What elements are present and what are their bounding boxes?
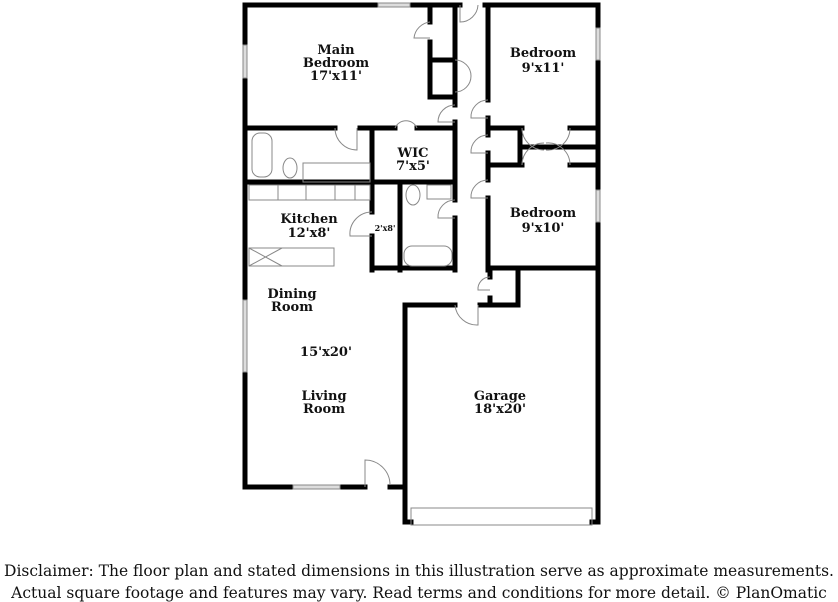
pantry-size: 2'x8' xyxy=(375,223,396,233)
sink xyxy=(426,184,452,200)
counter xyxy=(248,247,335,267)
bathtub xyxy=(251,132,273,178)
wic-size: 7'x5' xyxy=(396,159,430,174)
bedroom-1-label: Bedroom xyxy=(510,46,577,61)
door-swing xyxy=(349,211,373,237)
main-bedroom-size: 17'x11' xyxy=(310,69,362,84)
dining-label: Room xyxy=(271,300,313,315)
living-label: Living xyxy=(301,389,346,404)
window xyxy=(242,44,248,79)
kitchen-label: Kitchen xyxy=(280,212,338,227)
door-swing xyxy=(413,21,431,39)
walls xyxy=(242,2,601,525)
door-swing xyxy=(470,99,489,119)
fixtures xyxy=(242,2,601,526)
window xyxy=(377,2,411,8)
garage-size: 18'x20' xyxy=(474,402,526,417)
garage-door xyxy=(410,507,593,526)
room-labels: Main Bedroom 17'x11' Bedroom 9'x11' Bedr… xyxy=(267,43,576,417)
stove xyxy=(334,184,356,201)
window xyxy=(595,27,601,61)
door-swing xyxy=(394,120,418,129)
door-swing xyxy=(454,59,472,93)
toilet xyxy=(282,157,298,179)
vanity xyxy=(302,162,371,183)
door-swing xyxy=(477,276,491,291)
living-size: 15'x20' xyxy=(300,345,352,360)
window xyxy=(242,299,248,373)
door-swing xyxy=(437,199,456,219)
kitchen-sink xyxy=(277,184,307,201)
main-bedroom-label: Bedroom xyxy=(303,56,370,71)
door-swing xyxy=(454,304,479,326)
window xyxy=(292,484,341,490)
living-label: Room xyxy=(303,402,345,417)
toilet xyxy=(405,184,421,206)
door-swing xyxy=(521,142,571,166)
door-swing xyxy=(470,179,489,199)
disclaimer-line-1: Disclaimer: The floor plan and stated di… xyxy=(4,562,834,580)
wic-label: WIC xyxy=(396,146,428,161)
window xyxy=(595,189,601,223)
door-swing xyxy=(470,134,489,154)
bedroom-2-label: Bedroom xyxy=(510,206,577,221)
disclaimer-line-2: Actual square footage and features may v… xyxy=(11,584,827,602)
kitchen-size: 12'x8' xyxy=(288,226,331,241)
door-swing xyxy=(334,127,358,151)
door-swing xyxy=(521,127,571,151)
door-swing xyxy=(459,4,479,23)
garage-label: Garage xyxy=(474,389,526,404)
door-swing xyxy=(437,104,456,123)
bedroom-2-size: 9'x10' xyxy=(522,221,565,236)
dining-label: Dining xyxy=(267,287,316,302)
bedroom-1-size: 9'x11' xyxy=(522,61,565,76)
counter xyxy=(248,184,371,201)
main-bedroom-label: Main xyxy=(317,43,355,58)
bathtub xyxy=(403,245,453,267)
door-swing xyxy=(364,459,391,487)
